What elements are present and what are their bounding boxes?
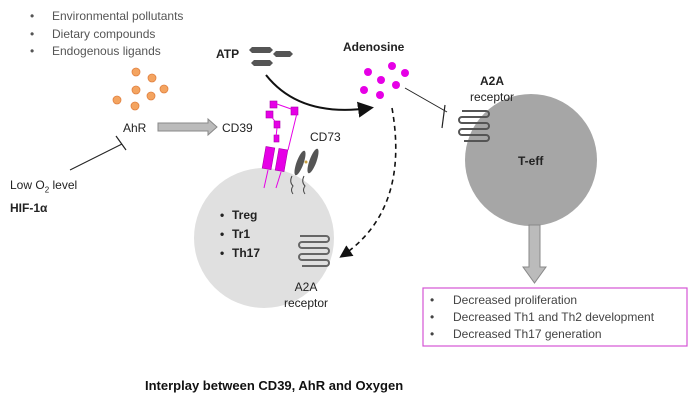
list-item: •Treg — [220, 208, 258, 222]
adenosine-label: Adenosine — [343, 40, 405, 54]
teff-cell — [465, 94, 597, 226]
hif-label: HIF-1α — [10, 201, 48, 216]
list-item: •Environmental pollutants — [30, 9, 184, 23]
atp-to-adenosine-arrow — [265, 74, 374, 118]
low-oxygen-label: Low O2 level HIF-1α — [10, 176, 77, 217]
effect-text: Decreased Th17 generation — [453, 327, 602, 341]
teff-label: T-eff — [518, 154, 544, 168]
list-item: •Decreased Th1 and Th2 development — [430, 310, 655, 324]
cell-type: Th17 — [232, 246, 261, 260]
cell-type: Tr1 — [232, 227, 251, 241]
regulatory-cell-list: •Treg •Tr1 •Th17 — [220, 206, 260, 263]
ligand-source: Endogenous ligands — [52, 44, 161, 58]
treg-cell — [194, 168, 334, 308]
cd39-icon — [261, 100, 299, 189]
caption: Interplay between CD39, AhR and Oxygen — [145, 378, 404, 393]
a2a-receptor-top-icon — [458, 110, 490, 142]
receptor-label: receptor — [469, 90, 515, 104]
cell-type: Treg — [232, 208, 258, 222]
ligand-source: Dietary compounds — [52, 26, 156, 41]
a2a-receptor-top-label: A2A receptor — [469, 73, 515, 105]
receptor-label: receptor — [283, 296, 329, 310]
effect-text: Decreased Th1 and Th2 development — [453, 310, 655, 324]
ahr-to-cd39-arrow — [157, 117, 218, 137]
low-o2-text: Low O — [10, 178, 45, 192]
teff-effects-arrow — [522, 224, 547, 284]
level-text: level — [49, 178, 78, 192]
list-item: •Decreased proliferation — [430, 293, 578, 307]
a2a-receptor-bottom-label: A2A receptor — [281, 279, 331, 311]
cd73-icon — [290, 148, 319, 195]
low-o2-inhibits-ahr — [69, 143, 123, 171]
a2a-label: A2A — [294, 280, 318, 294]
ahr-label: AhR — [123, 121, 147, 135]
atp-label: ATP — [216, 47, 240, 61]
list-item: •Dietary compounds — [30, 26, 156, 41]
effects-box — [422, 287, 688, 347]
ligand-source-list: •Environmental pollutants •Dietary compo… — [30, 8, 183, 61]
ligand-source: Environmental pollutants — [52, 9, 184, 23]
a2a-receptor-bottom-icon — [298, 235, 330, 267]
list-item: •Decreased Th17 generation — [430, 327, 602, 341]
cd73-label: CD73 — [310, 130, 341, 144]
list-item: •Tr1 — [220, 227, 251, 241]
cd39-label: CD39 — [222, 121, 253, 135]
effect-text: Decreased proliferation — [453, 293, 578, 307]
effects-list: •Decreased proliferation •Decreased Th1 … — [430, 292, 654, 343]
list-item: •Th17 — [220, 246, 261, 260]
atp-molecules — [249, 47, 293, 66]
adenosine-molecules — [360, 62, 409, 99]
o2-subscript: 2 — [44, 185, 50, 195]
adenosine-inhibits-a2a — [404, 87, 448, 113]
list-item: •Endogenous ligands — [30, 44, 161, 58]
adenosine-to-a2a-dashed-arrow — [339, 107, 397, 258]
a2a-label: A2A — [479, 74, 504, 88]
ahr-ligands — [112, 67, 169, 111]
